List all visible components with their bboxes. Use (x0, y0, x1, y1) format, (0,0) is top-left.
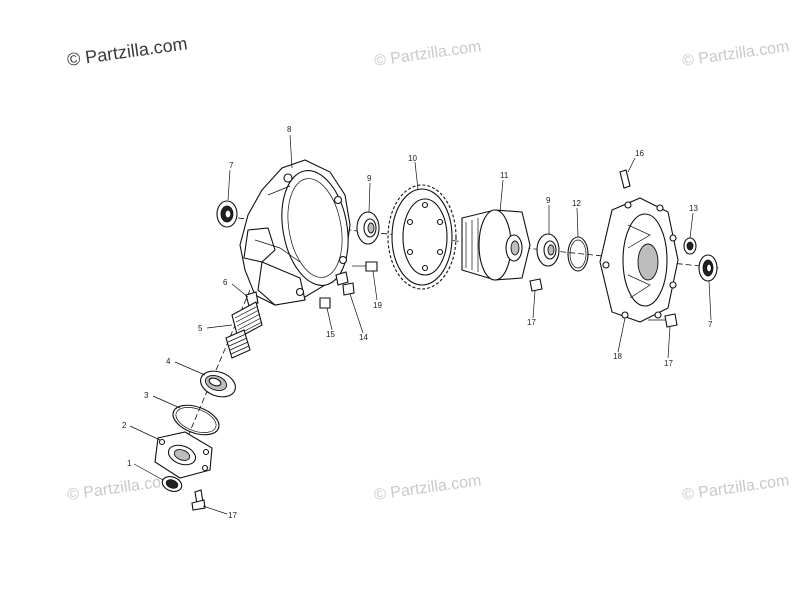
cover-plate-part-2 (154, 431, 213, 479)
callout-1: 1 (127, 459, 132, 468)
watermark: © Partzilla.com (373, 472, 482, 504)
gear-case-part-8 (239, 159, 351, 306)
bolt-part-17-right (648, 313, 678, 328)
callout-5: 5 (198, 324, 203, 333)
bolt-part-19 (352, 261, 378, 272)
o-ring-part-3 (172, 404, 220, 436)
callout-7-left: 7 (229, 161, 234, 170)
seal-part-7-left (216, 200, 238, 228)
seal-part-1 (161, 476, 183, 492)
callout-9-left: 9 (367, 174, 372, 183)
callout-19: 19 (373, 301, 382, 310)
callout-11: 11 (500, 171, 509, 180)
callout-18: 18 (613, 352, 622, 361)
callout-17-bottom: 17 (228, 511, 237, 520)
ring-gear-part-10 (387, 184, 457, 290)
watermark: © Partzilla.com (681, 472, 790, 504)
callout-8: 8 (287, 125, 292, 134)
callout-14: 14 (359, 333, 368, 342)
differential-part-11 (461, 209, 531, 281)
callout-3: 3 (144, 391, 149, 400)
callout-9-right: 9 (546, 196, 551, 205)
watermark: © Partzilla.com (373, 38, 482, 70)
cover-part-18 (599, 197, 679, 323)
callout-2: 2 (122, 421, 127, 430)
bolt-part-14 (335, 271, 355, 296)
watermark-main: © Partzilla.com (66, 33, 189, 70)
o-ring-part-12 (567, 236, 589, 272)
seal-part-13 (683, 237, 697, 255)
bolt-part-17-middle (529, 278, 543, 292)
pin-part-16 (619, 169, 631, 189)
bolt-part-15 (319, 297, 331, 309)
watermark: © Partzilla.com (681, 38, 790, 70)
callout-17-middle: 17 (527, 318, 536, 327)
callout-10: 10 (408, 154, 417, 163)
callout-7-right: 7 (708, 320, 713, 329)
callout-4: 4 (166, 357, 171, 366)
callout-13: 13 (689, 204, 698, 213)
watermark: © Partzilla.com (66, 472, 175, 504)
leader-lines (129, 134, 712, 515)
callout-15: 15 (326, 330, 335, 339)
bearing-part-4 (200, 370, 236, 398)
callout-12: 12 (572, 199, 581, 208)
seal-part-7-right (698, 254, 718, 282)
bearing-part-9-left (356, 211, 380, 245)
callout-6: 6 (223, 278, 228, 287)
bearing-part-9-right (536, 233, 560, 267)
callout-17-right: 17 (664, 359, 673, 368)
callout-16: 16 (635, 149, 644, 158)
bolt-part-17-bottom (191, 489, 206, 511)
pinion-gear-part-5 (225, 301, 263, 359)
